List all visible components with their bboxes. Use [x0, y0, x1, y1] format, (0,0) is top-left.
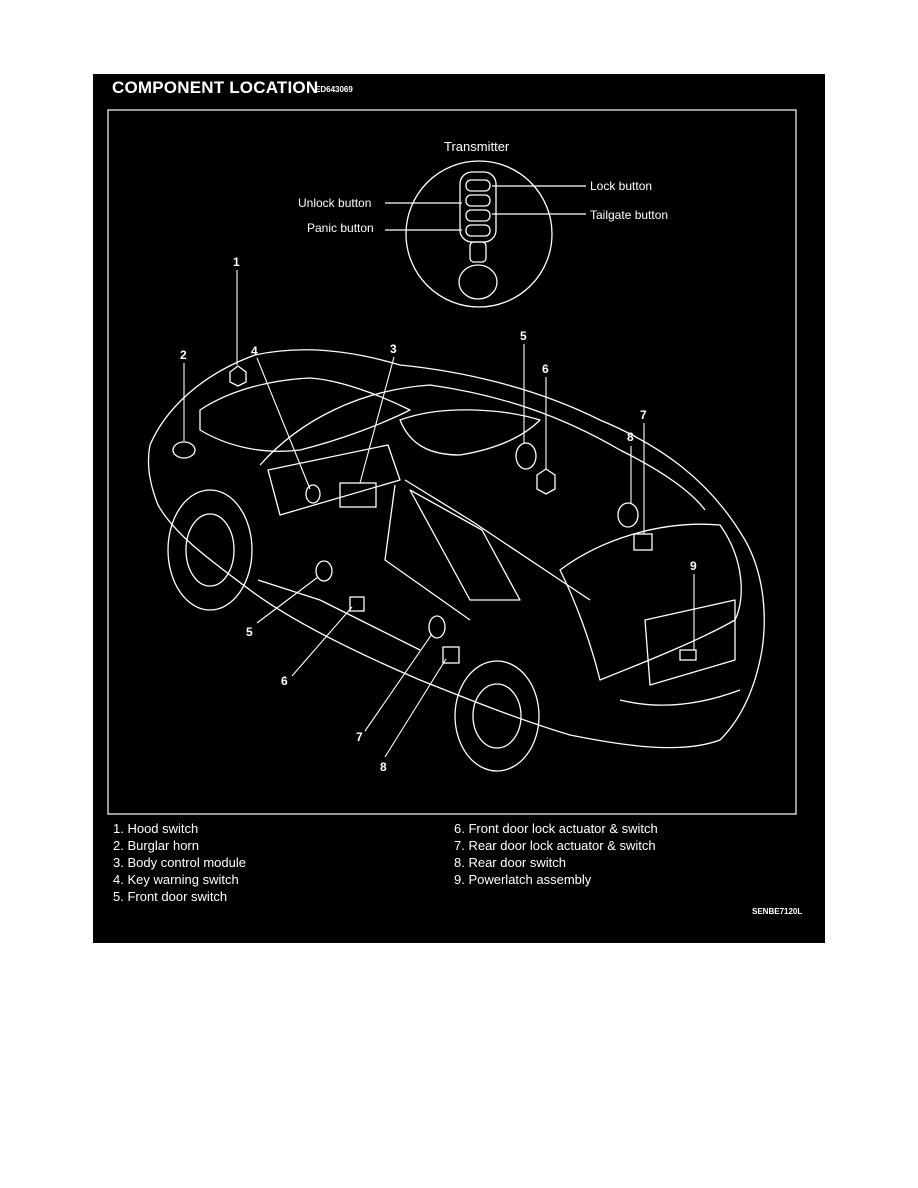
lock-button-label: Lock button: [590, 179, 652, 193]
powerlatch-assembly: [679, 649, 697, 661]
unlock-button-shape: [465, 194, 491, 207]
legend-item: 9. Powerlatch assembly: [454, 872, 592, 887]
page-title: COMPONENT LOCATION: [112, 78, 319, 97]
key-ring: [458, 264, 498, 300]
tailgate-panel: [644, 599, 736, 686]
vehicle-illustration: [147, 349, 765, 772]
transmitter-inset: [385, 160, 586, 308]
transmitter-title: Transmitter: [444, 139, 510, 154]
components: [172, 365, 697, 664]
leader-lines: [183, 270, 695, 758]
rear-door-lock-actuator-right: [633, 533, 653, 551]
front-door-edge: [384, 484, 471, 621]
roofline: [259, 384, 706, 511]
legend-left: 1. Hood switch 2. Burglar horn 3. Body c…: [113, 820, 246, 905]
callout-5-right: 5: [520, 329, 527, 343]
hood-switch: [229, 365, 247, 387]
legend-item: 2. Burglar horn: [113, 838, 199, 853]
tailgate-glass: [559, 523, 742, 681]
key-warning-switch: [305, 484, 321, 504]
rear-bumper: [619, 689, 741, 706]
beltline: [404, 479, 591, 601]
diagram-frame: [107, 109, 797, 815]
rear-window: [409, 489, 521, 601]
tailgate-button-shape: [465, 209, 491, 222]
legend-item: 4. Key warning switch: [113, 872, 239, 887]
callout-7-left: 8: [380, 760, 387, 774]
callout-6-left: 6: [281, 674, 288, 688]
body-control-module: [339, 482, 377, 508]
callout-8-right: 8: [627, 430, 634, 444]
callout-7-right: 7: [640, 408, 647, 422]
rear-wheel-inner: [472, 683, 522, 749]
front-wheel-outer: [167, 489, 253, 611]
callout-1: 1: [233, 255, 240, 269]
panic-button-label: Panic button: [307, 221, 374, 235]
diagram-panel: [93, 74, 825, 943]
front-window: [267, 444, 401, 516]
car-body-outline: [147, 349, 765, 749]
legend-item: 6. Front door lock actuator & switch: [454, 821, 658, 836]
callout-5-left: 5: [246, 625, 253, 639]
sunroof: [399, 409, 541, 456]
callout-2: 2: [180, 348, 187, 362]
front-door-switch-left: [315, 560, 333, 582]
key-fob-neck: [469, 241, 487, 263]
legend-item: 1. Hood switch: [113, 821, 199, 836]
legend-item: 7. Rear door lock actuator & switch: [454, 838, 656, 853]
legend-item: 5. Front door switch: [113, 889, 228, 904]
legend-item: 8. Rear door switch: [454, 855, 566, 870]
callout-4: 4: [251, 344, 258, 358]
callout-8-left: 7: [356, 730, 363, 744]
front-door-lock-actuator-left: [349, 596, 365, 612]
lock-button-shape: [465, 179, 491, 192]
hood: [199, 377, 411, 452]
legend-right: 6. Front door lock actuator & switch 7. …: [454, 820, 658, 888]
callout-9: 9: [690, 559, 697, 573]
burglar-horn: [172, 441, 196, 459]
unlock-button-label: Unlock button: [298, 196, 371, 210]
rear-wheel-outer: [454, 660, 540, 772]
front-door-switch-right: [515, 442, 537, 470]
figure-code: SENBE7120L: [752, 907, 803, 916]
panic-button-shape: [465, 224, 491, 237]
rear-door-switch-left: [428, 615, 446, 639]
callout-3: 3: [390, 342, 397, 356]
rear-door-lock-actuator-left: [442, 646, 460, 664]
front-door-lock-actuator-right: [536, 468, 556, 495]
front-wheel-inner: [185, 513, 235, 587]
rear-door-switch-right: [617, 502, 639, 528]
section-code: ED643069: [315, 85, 353, 94]
rocker-line: [257, 579, 421, 651]
tailgate-button-label: Tailgate button: [590, 208, 668, 222]
transmitter-circle: [405, 160, 553, 308]
callout-6-right: 6: [542, 362, 549, 376]
legend-item: 3. Body control module: [113, 855, 246, 870]
